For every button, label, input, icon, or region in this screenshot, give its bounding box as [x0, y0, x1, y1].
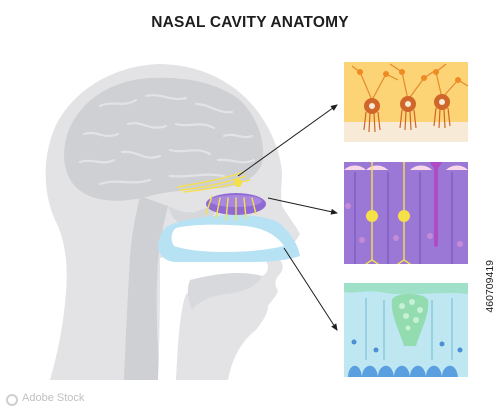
oral-cavity: [158, 254, 268, 380]
nasal-cavity: [158, 214, 300, 262]
arrow-to-neurons: [237, 104, 338, 177]
olfactory-nerves: [177, 171, 257, 221]
arrow-to-mucosa: [283, 247, 338, 331]
arrow-to-epithelium: [267, 197, 338, 215]
image-id: 460709419: [484, 260, 496, 313]
brand-watermark: Adobe Stock: [6, 391, 98, 409]
diagram-title: NASAL CAVITY ANATOMY: [151, 14, 349, 31]
panel-mucosa: [344, 283, 468, 377]
brain: [64, 77, 264, 201]
brand-text: Adobe Stock: [22, 392, 85, 404]
pointer-arrows: [237, 104, 338, 331]
panel-neurons: [344, 62, 468, 142]
brand-logo-icon: [6, 394, 18, 406]
nerve-junction: [234, 179, 242, 187]
panel-epithelium: [344, 162, 468, 264]
